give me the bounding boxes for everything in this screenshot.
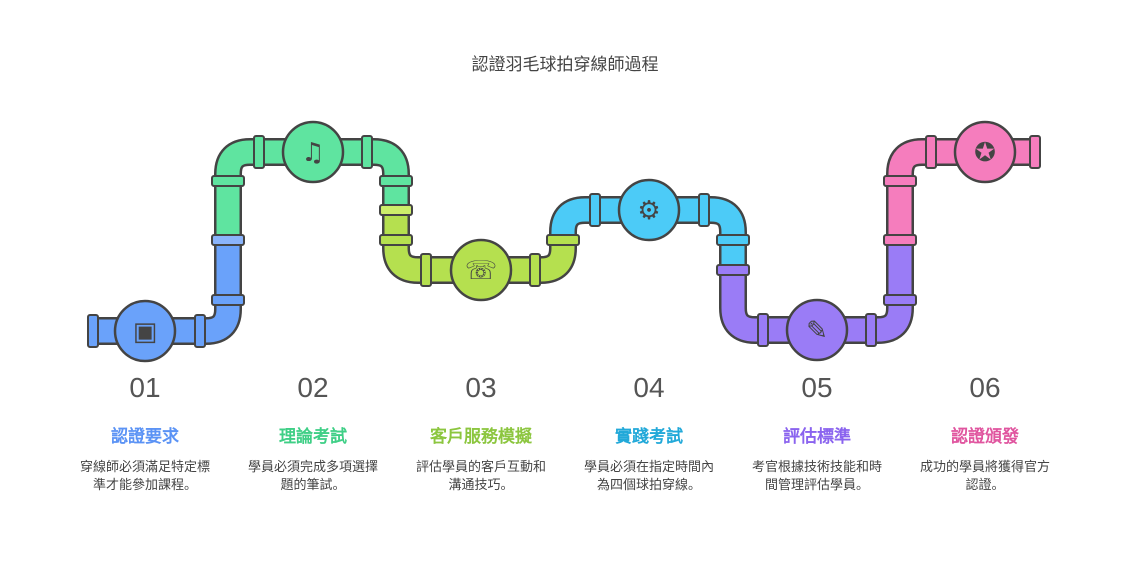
step-description: 考官根據技術技能和時間管理評估學員。 xyxy=(751,460,882,493)
step-node-1: ▣ xyxy=(113,299,177,363)
pipe-collar xyxy=(379,204,413,216)
step-description: 學員必須在指定時間內為四個球拍穿線。 xyxy=(583,460,714,493)
step-label: 評估標準 xyxy=(783,427,851,447)
thread-spool-icon: ⚙ xyxy=(637,196,660,226)
pipe-collar xyxy=(211,234,245,246)
step-2: 02 理論考試 學員必須完成多項選擇題的筆試。 xyxy=(233,372,393,495)
pipe-collar xyxy=(1029,135,1041,169)
step-description: 穿線師必須滿足特定標準才能參加課程。 xyxy=(79,460,210,493)
pipe-collar xyxy=(716,264,750,276)
pipe-segment-1 xyxy=(93,240,240,343)
step-description: 成功的學員將獲得官方認證。 xyxy=(919,460,1050,493)
step-label: 認證要求 xyxy=(111,427,179,447)
pipe-collar xyxy=(379,175,413,187)
pipe-collar xyxy=(883,175,917,187)
step-number: 01 xyxy=(129,372,161,403)
pipe-collar xyxy=(211,294,245,306)
diagram-title: 認證羽毛球拍穿線師過程 xyxy=(471,55,659,75)
pipe-collar xyxy=(361,135,373,169)
pipe-collar xyxy=(883,294,917,306)
step-number: 04 xyxy=(633,372,665,403)
pipe-collar xyxy=(757,313,769,347)
step-description: 學員必須完成多項選擇題的筆試。 xyxy=(247,460,378,493)
pipe-collar xyxy=(529,253,541,287)
step-number: 02 xyxy=(297,372,329,403)
certificate-icon: ▣ xyxy=(133,317,158,347)
step-number: 03 xyxy=(465,372,497,403)
pipe-collar xyxy=(698,193,710,227)
step-node-5: ✎ xyxy=(785,298,849,362)
pipe-collar xyxy=(420,253,432,287)
pipe-collar xyxy=(546,234,580,246)
step-number: 05 xyxy=(801,372,833,403)
step-description: 評估學員的客戶互動和溝通技巧。 xyxy=(415,460,546,493)
step-number: 06 xyxy=(969,372,1001,403)
pipe-collar xyxy=(925,135,937,169)
step-6: 06 認證頒發 成功的學員將獲得官方認證。 xyxy=(905,372,1065,495)
pipe-collar xyxy=(253,135,265,169)
pipe-collar xyxy=(194,314,206,348)
pipe-collar xyxy=(211,175,245,187)
pipe-collar xyxy=(379,234,413,246)
step-label: 客戶服務模擬 xyxy=(430,427,532,447)
evaluation-document-icon: ✎ xyxy=(806,316,828,346)
pipe-collar xyxy=(87,314,99,348)
step-4: 04 實踐考試 學員必須在指定時間內為四個球拍穿線。 xyxy=(569,372,729,495)
hand-phone-icon: ☏ xyxy=(465,256,498,286)
award-scroll-icon: ✪ xyxy=(974,138,996,168)
step-node-3: ☏ xyxy=(449,238,513,302)
step-label: 實踐考試 xyxy=(615,427,683,447)
step-label: 理論考試 xyxy=(279,427,347,447)
step-3: 03 客戶服務模擬 評估學員的客戶互動和溝通技巧。 xyxy=(401,372,561,495)
step-node-2: ♫ xyxy=(281,120,345,184)
step-label: 認證頒發 xyxy=(951,427,1019,447)
step-5: 05 評估標準 考官根據技術技能和時間管理評估學員。 xyxy=(737,372,897,495)
step-1: 01 認證要求 穿線師必須滿足特定標準才能參加課程。 xyxy=(65,372,225,495)
document-graduation-icon: ♫ xyxy=(301,138,324,168)
step-node-6: ✪ xyxy=(953,120,1017,184)
pipe-collar xyxy=(865,313,877,347)
pipe-collar xyxy=(716,234,750,246)
pipe-collar xyxy=(589,193,601,227)
pipe-segment-6 xyxy=(888,140,1035,240)
step-node-4: ⚙ xyxy=(617,178,681,242)
pipe-collar xyxy=(883,234,917,246)
